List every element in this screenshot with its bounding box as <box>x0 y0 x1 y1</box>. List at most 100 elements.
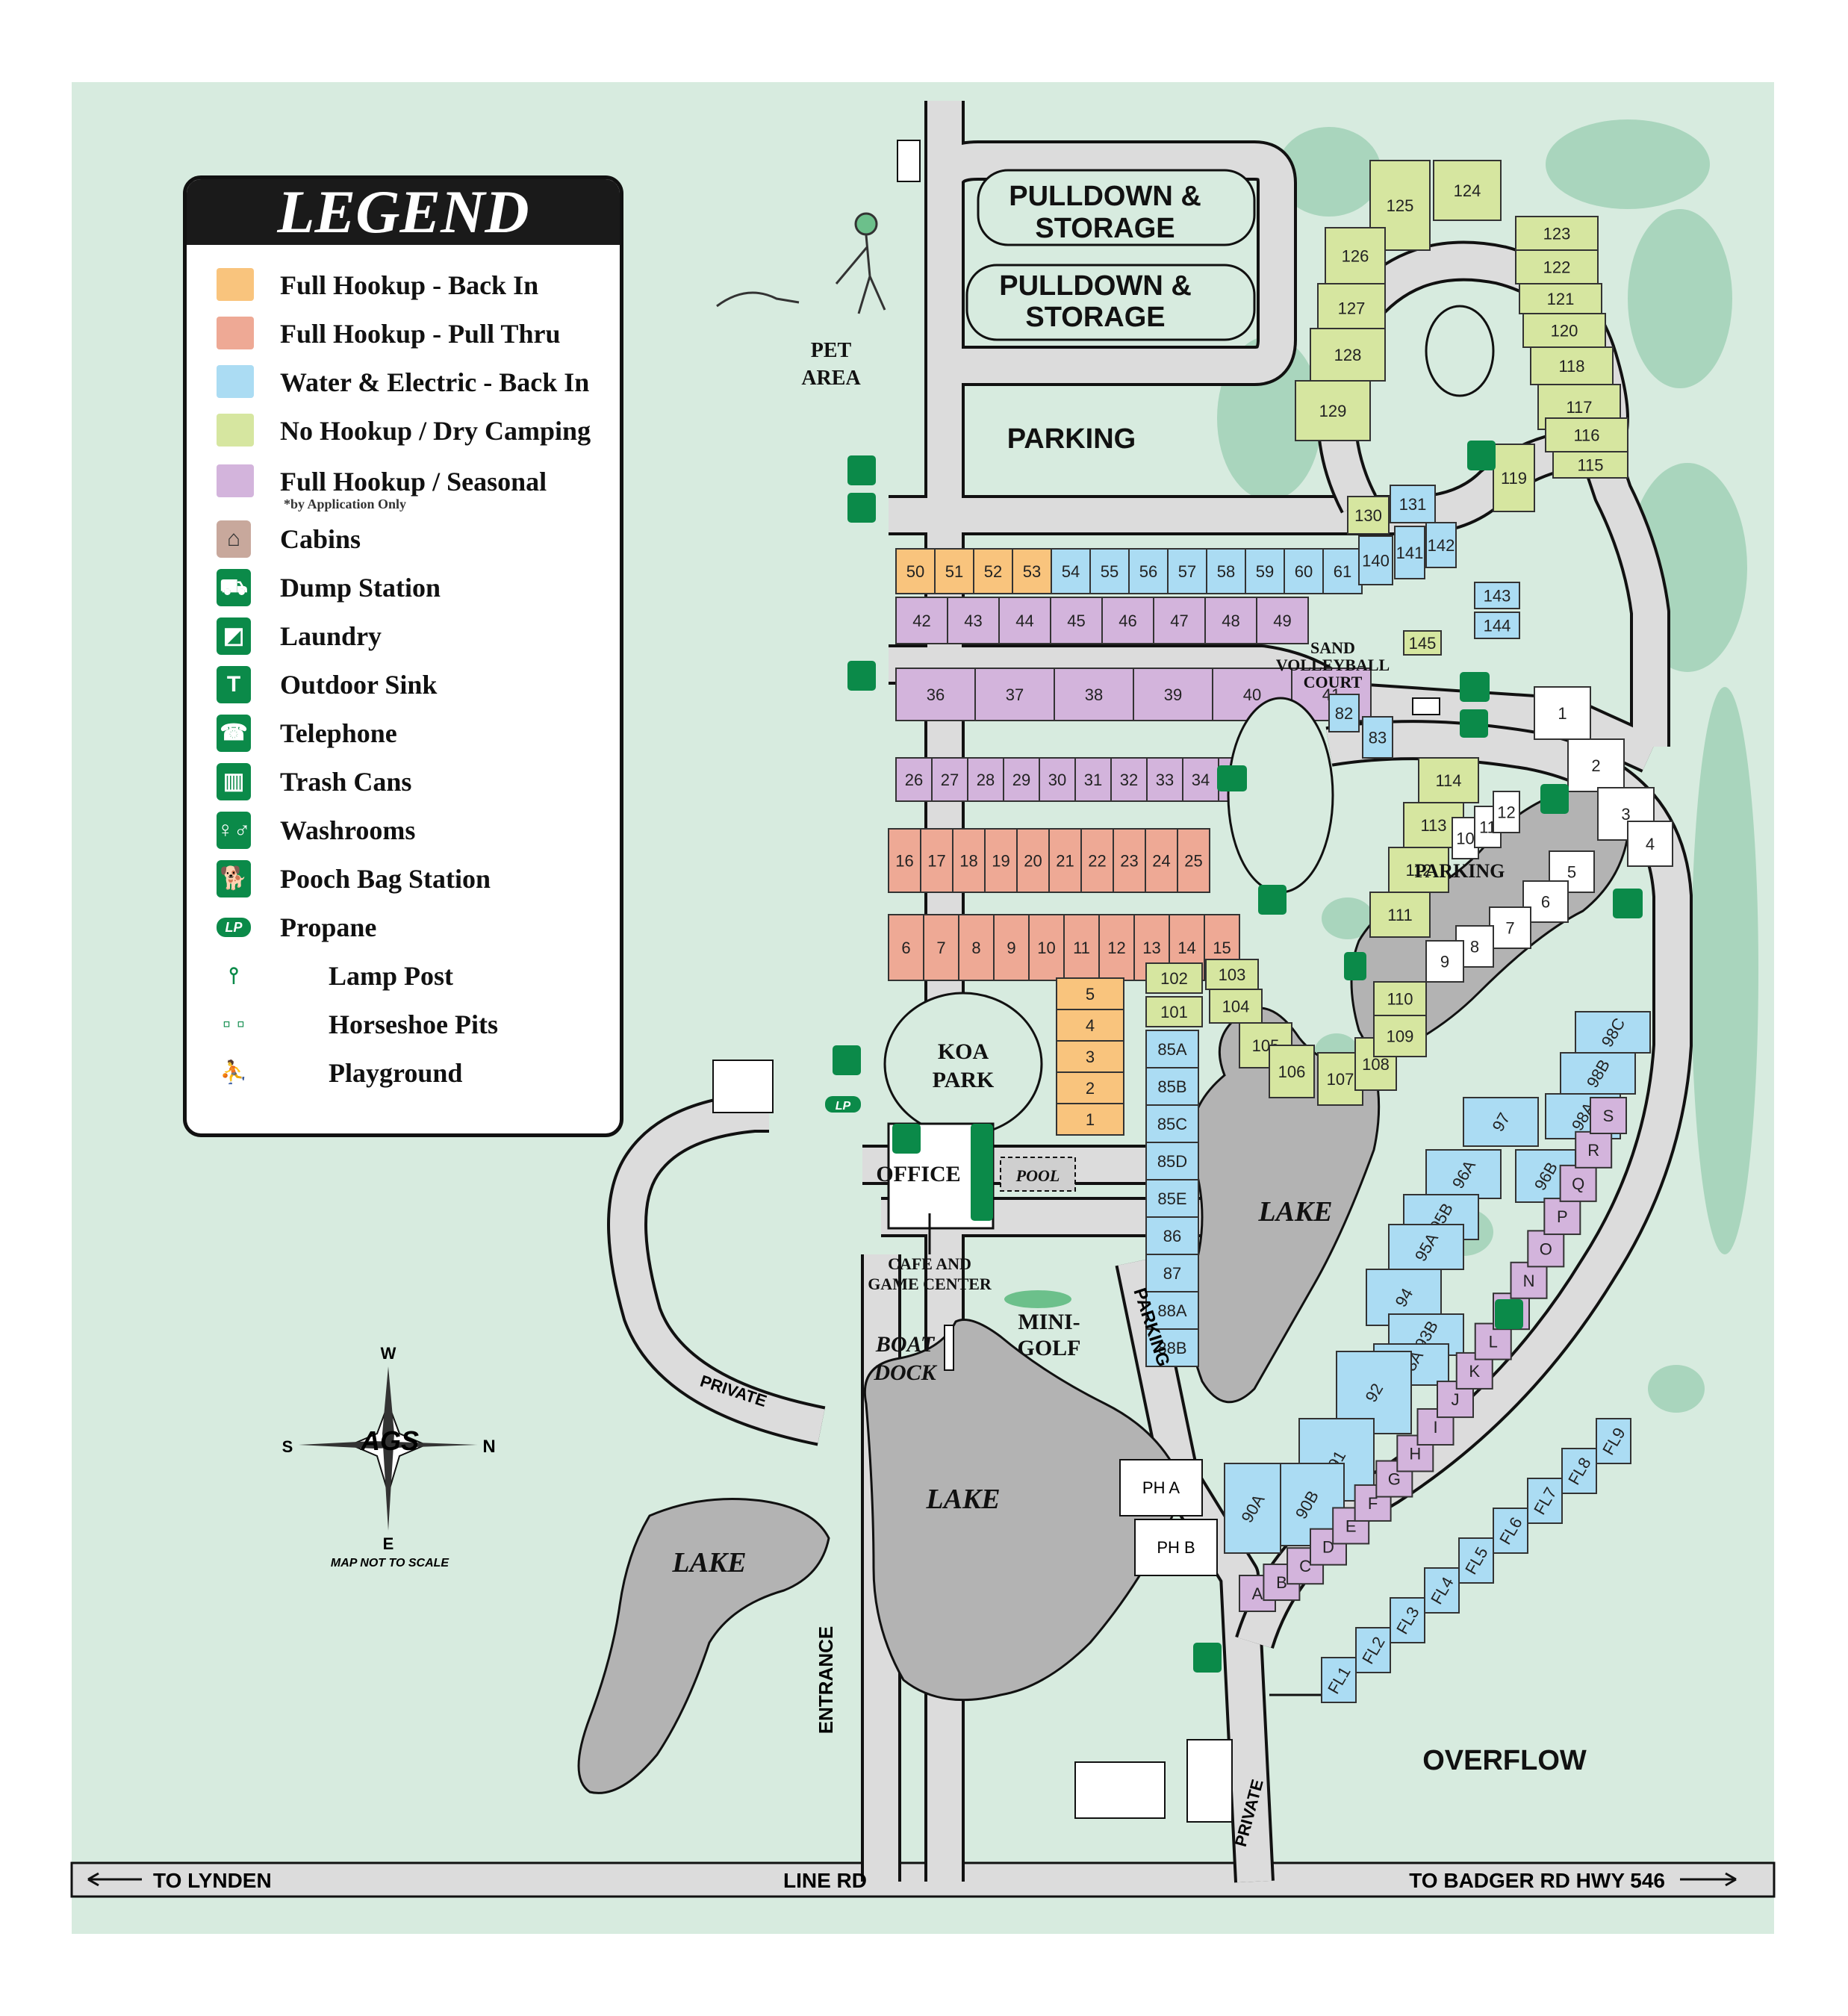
site-7[interactable] <box>923 914 959 981</box>
site-121[interactable] <box>1519 283 1602 314</box>
site-96A[interactable] <box>1425 1149 1502 1199</box>
site-116[interactable] <box>1545 417 1628 452</box>
site-103[interactable] <box>1205 959 1259 990</box>
site-11[interactable] <box>1063 914 1100 981</box>
site-98C[interactable] <box>1575 1011 1651 1054</box>
site-85D[interactable] <box>1145 1142 1199 1180</box>
site-57[interactable] <box>1167 548 1207 594</box>
site-88A[interactable] <box>1145 1291 1199 1330</box>
site-51[interactable] <box>934 548 974 594</box>
site-141[interactable] <box>1394 526 1425 579</box>
site-3[interactable] <box>1056 1040 1124 1073</box>
site-119[interactable] <box>1493 444 1535 512</box>
site-85B[interactable] <box>1145 1067 1199 1106</box>
site-20[interactable] <box>1016 828 1050 893</box>
site-6[interactable] <box>888 914 924 981</box>
site-142[interactable] <box>1425 522 1457 568</box>
site-P[interactable] <box>1543 1198 1581 1236</box>
site-17[interactable] <box>920 828 953 893</box>
site-110[interactable] <box>1373 981 1427 1016</box>
site-FL1[interactable] <box>1321 1657 1357 1703</box>
site-FL5[interactable] <box>1458 1537 1494 1584</box>
site-4[interactable] <box>1056 1009 1124 1042</box>
site-36[interactable] <box>895 668 976 721</box>
site-FL8[interactable] <box>1561 1448 1597 1494</box>
site-88B[interactable] <box>1145 1328 1199 1367</box>
site-60[interactable] <box>1284 548 1324 594</box>
site-38[interactable] <box>1054 668 1134 721</box>
site-83[interactable] <box>1362 716 1393 759</box>
site-127[interactable] <box>1317 283 1386 333</box>
site-130[interactable] <box>1347 496 1390 535</box>
site-54[interactable] <box>1051 548 1091 594</box>
site-123[interactable] <box>1515 216 1599 251</box>
site-28[interactable] <box>967 757 1004 802</box>
site-143[interactable] <box>1474 582 1520 609</box>
site-59[interactable] <box>1245 548 1285 594</box>
site-115[interactable] <box>1552 451 1628 479</box>
site-101[interactable] <box>1145 996 1203 1027</box>
site-22[interactable] <box>1080 828 1114 893</box>
site-5[interactable] <box>1056 977 1124 1010</box>
site-106[interactable] <box>1269 1045 1315 1098</box>
site-FL2[interactable] <box>1355 1627 1391 1673</box>
site-30[interactable] <box>1039 757 1076 802</box>
site-9[interactable] <box>993 914 1030 981</box>
site-85E[interactable] <box>1145 1179 1199 1218</box>
site-N[interactable] <box>1510 1261 1548 1299</box>
site-82[interactable] <box>1328 694 1360 732</box>
site-109[interactable] <box>1373 1015 1427 1057</box>
sites-row-36-41[interactable]: 363738394041 <box>895 668 1372 721</box>
site-140[interactable] <box>1358 535 1393 585</box>
site-86[interactable] <box>1145 1216 1199 1255</box>
site-27[interactable] <box>931 757 968 802</box>
site-26[interactable] <box>895 757 933 802</box>
site-55[interactable] <box>1089 548 1130 594</box>
site-12[interactable] <box>1493 791 1520 833</box>
site-19[interactable] <box>984 828 1018 893</box>
site-1[interactable] <box>1056 1103 1124 1136</box>
site-144[interactable] <box>1474 612 1520 639</box>
site-FL6[interactable] <box>1493 1508 1528 1554</box>
site-85C[interactable] <box>1145 1104 1199 1143</box>
site-2[interactable] <box>1056 1071 1124 1104</box>
site-24[interactable] <box>1145 828 1178 893</box>
site-4[interactable] <box>1627 821 1673 867</box>
site-90A[interactable] <box>1224 1463 1281 1554</box>
site-10[interactable] <box>1028 914 1065 981</box>
site-FL4[interactable] <box>1424 1567 1460 1614</box>
sites-row-26-35[interactable]: 26272829303132333435 <box>895 757 1255 802</box>
site-128[interactable] <box>1310 328 1386 382</box>
site-S[interactable] <box>1590 1097 1627 1134</box>
site-45[interactable] <box>1050 597 1103 644</box>
site-112[interactable] <box>1388 847 1449 893</box>
site-FL3[interactable] <box>1390 1597 1425 1643</box>
site-102[interactable] <box>1145 962 1203 994</box>
site-61[interactable] <box>1322 548 1363 594</box>
site-8[interactable] <box>958 914 995 981</box>
site-9[interactable] <box>1425 940 1464 983</box>
site-145[interactable] <box>1403 630 1442 656</box>
site-39[interactable] <box>1133 668 1213 721</box>
site-42[interactable] <box>895 597 948 644</box>
site-34[interactable] <box>1182 757 1219 802</box>
site-95A[interactable] <box>1388 1224 1464 1270</box>
site-49[interactable] <box>1256 597 1309 644</box>
site-25[interactable] <box>1177 828 1210 893</box>
site-31[interactable] <box>1074 757 1112 802</box>
site-O[interactable] <box>1527 1230 1565 1268</box>
site-16[interactable] <box>888 828 921 893</box>
site-1[interactable] <box>1534 686 1591 740</box>
site-47[interactable] <box>1153 597 1206 644</box>
site-23[interactable] <box>1113 828 1146 893</box>
site-43[interactable] <box>947 597 1000 644</box>
site-131[interactable] <box>1390 485 1436 523</box>
site-124[interactable] <box>1433 160 1502 221</box>
site-129[interactable] <box>1295 380 1371 441</box>
site-Q[interactable] <box>1559 1164 1597 1202</box>
